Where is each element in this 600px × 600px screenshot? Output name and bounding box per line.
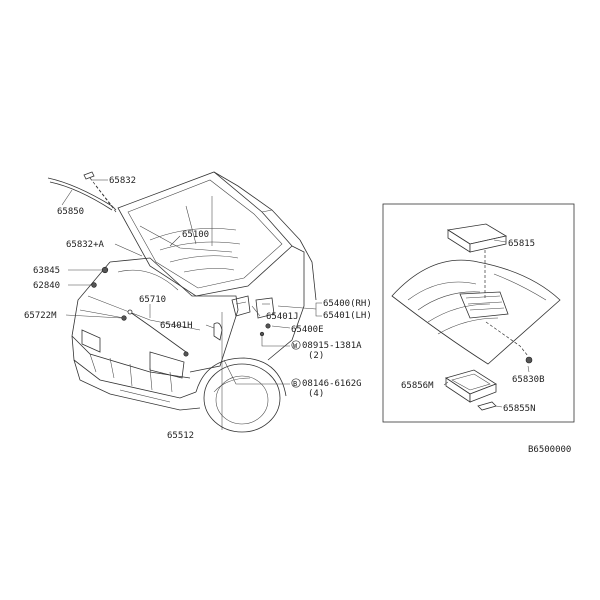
label-65401j: 65401J xyxy=(266,312,299,322)
label-63845: 63845 xyxy=(33,266,60,276)
label-08915: 08915-1381A xyxy=(302,341,362,351)
label-65855n: 65855N xyxy=(503,404,536,414)
label-65100: 65100 xyxy=(182,230,209,240)
washer-symbol-icon xyxy=(291,340,301,350)
label-08146-qty: (4) xyxy=(308,389,324,399)
leader-lines-left xyxy=(61,179,322,430)
label-65401lh: 65401(LH) xyxy=(323,311,372,321)
label-65832a: 65832+A xyxy=(66,240,105,250)
detail-inset xyxy=(382,203,575,423)
label-08915-qty: (2) xyxy=(308,351,324,361)
label-65512: 65512 xyxy=(167,431,194,441)
label-65815: 65815 xyxy=(508,239,535,249)
bolt-symbol-letter: B xyxy=(293,380,297,388)
truck-front-illustration xyxy=(47,171,317,433)
diagram-code: B6500000 xyxy=(528,445,571,455)
washer-symbol-letter: W xyxy=(293,342,298,350)
label-65710: 65710 xyxy=(139,295,166,305)
label-65722m: 65722M xyxy=(24,311,57,321)
bolt-symbol-icon xyxy=(291,378,301,388)
label-65856m: 65856M xyxy=(401,381,434,391)
label-65400rh: 65400(RH) xyxy=(323,299,372,309)
label-08146: 08146-6162G xyxy=(302,379,362,389)
label-62840: 62840 xyxy=(33,281,60,291)
label-65830b: 65830B xyxy=(512,375,545,385)
label-65401h: 65401H xyxy=(160,321,193,331)
label-65400e: 65400E xyxy=(291,325,324,335)
label-65850: 65850 xyxy=(57,207,84,217)
part-labels: 65832 65850 65100 65832+A 63845 62840 65… xyxy=(24,176,571,455)
label-65832: 65832 xyxy=(109,176,136,186)
